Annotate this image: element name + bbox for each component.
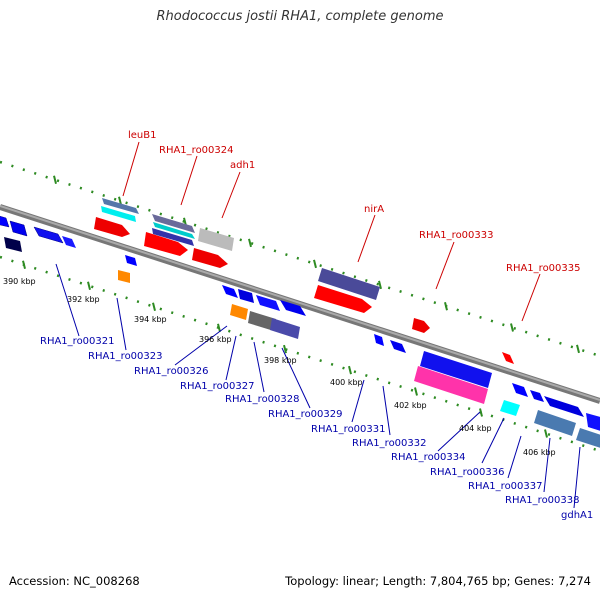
top-gene-labels: leuB1 RHA1_ro00324 adh1 nirA RHA1_ro0033…: [128, 130, 581, 274]
gene-feature: [318, 268, 380, 300]
gene-feature: [576, 428, 600, 448]
gene-feature: [314, 285, 372, 313]
gene-label-ro00326: RHA1_ro00326: [134, 366, 209, 377]
major-tick: [444, 301, 448, 311]
gene-feature: [412, 318, 430, 333]
gene-label-leub1: leuB1: [128, 130, 157, 141]
gene-label-nira: nirA: [364, 204, 384, 215]
gene-feature: [101, 206, 136, 222]
gene-feature: [530, 390, 544, 402]
gene-feature: [0, 215, 10, 228]
gene-label-ro00334: RHA1_ro00334: [391, 452, 466, 463]
major-tick: [248, 238, 252, 248]
scale-label: 400 kbp: [330, 378, 363, 387]
major-tick: [283, 344, 287, 354]
gene-label-gdha1: gdhA1: [561, 510, 593, 521]
major-tick: [378, 280, 382, 290]
scale-label: 402 kbp: [394, 401, 427, 410]
major-tick: [576, 344, 580, 354]
gene-label-ro00321: RHA1_ro00321: [40, 336, 115, 347]
genome-stats-text: Topology: linear; Length: 7,804,765 bp; …: [285, 574, 591, 588]
gene-label-ro00328: RHA1_ro00328: [225, 394, 300, 405]
major-tick: [217, 323, 221, 333]
map-title: Rhodococcus jostii RHA1, complete genome: [156, 9, 444, 24]
major-ticks: [22, 175, 580, 438]
gene-feature: [152, 214, 195, 233]
gene-label-ro00335: RHA1_ro00335: [506, 263, 581, 274]
gene-label-ro00323: RHA1_ro00323: [88, 351, 163, 362]
scale-label: 396 kbp: [199, 335, 232, 344]
gene-label-ro00333: RHA1_ro00333: [419, 230, 494, 241]
gene-feature: [256, 295, 280, 311]
scale-label: 404 kbp: [459, 424, 492, 433]
genome-backbone-highlight: [0, 205, 600, 401]
gene-feature: [118, 270, 130, 283]
scale-label: 390 kbp: [3, 277, 36, 286]
gene-feature: [62, 236, 76, 248]
major-tick: [118, 196, 122, 206]
scale-labels: 390 kbp 392 kbp 394 kbp 396 kbp 398 kbp …: [3, 277, 556, 457]
bottom-gene-labels: RHA1_ro00321 RHA1_ro00323 RHA1_ro00326 R…: [40, 336, 593, 521]
gene-label-ro00338: RHA1_ro00338: [505, 495, 580, 506]
scale-label: 392 kbp: [67, 295, 100, 304]
gene-feature: [280, 300, 306, 316]
gene-label-ro00324: RHA1_ro00324: [159, 145, 234, 156]
major-tick: [22, 260, 26, 270]
gene-feature: [94, 217, 130, 237]
gene-feature: [102, 198, 139, 214]
gene-feature: [374, 334, 384, 346]
label-connectors: [55, 141, 581, 509]
major-tick: [414, 387, 418, 396]
gene-feature: [238, 289, 254, 303]
gene-feature: [502, 352, 514, 364]
major-tick: [53, 175, 57, 185]
gene-feature: [414, 366, 488, 404]
gene-label-ro00331: RHA1_ro00331: [311, 424, 386, 435]
scale-label: 398 kbp: [264, 356, 297, 365]
gene-feature: [500, 400, 520, 416]
gene-feature: [153, 222, 195, 239]
gene-feature: [534, 410, 576, 436]
gene-feature: [544, 396, 584, 417]
gene-feature: [586, 413, 600, 431]
gene-feature: [230, 304, 248, 320]
gene-label-adh1: adh1: [230, 160, 255, 171]
major-tick: [544, 429, 548, 438]
scale-label: 394 kbp: [134, 315, 167, 324]
gene-label-ro00336: RHA1_ro00336: [430, 467, 505, 478]
gene-feature: [512, 383, 528, 397]
scale-label: 406 kbp: [523, 448, 556, 457]
major-tick: [313, 259, 317, 269]
gene-label-ro00327: RHA1_ro00327: [180, 381, 255, 392]
gene-label-ro00329: RHA1_ro00329: [268, 409, 343, 420]
gene-feature: [144, 232, 188, 256]
gene-features: [0, 198, 600, 448]
gene-feature: [4, 237, 22, 252]
gene-label-ro00337: RHA1_ro00337: [468, 481, 543, 492]
gene-feature: [390, 340, 406, 353]
gene-feature: [420, 351, 492, 388]
gene-feature: [222, 285, 238, 298]
gene-feature: [9, 220, 28, 237]
major-tick: [87, 281, 91, 291]
upper-tick-track: [0, 160, 600, 358]
gene-feature: [198, 228, 234, 251]
major-tick: [348, 365, 352, 375]
gene-feature: [248, 311, 276, 331]
major-tick: [510, 323, 514, 332]
major-tick: [152, 302, 156, 312]
gene-label-ro00332: RHA1_ro00332: [352, 438, 427, 449]
gene-feature: [125, 255, 137, 266]
gene-feature: [270, 318, 300, 339]
gene-feature: [33, 226, 64, 244]
gene-feature: [192, 248, 228, 268]
gene-feature: [152, 228, 194, 246]
major-tick: [479, 408, 483, 417]
accession-text: Accession: NC_008268: [9, 574, 140, 588]
